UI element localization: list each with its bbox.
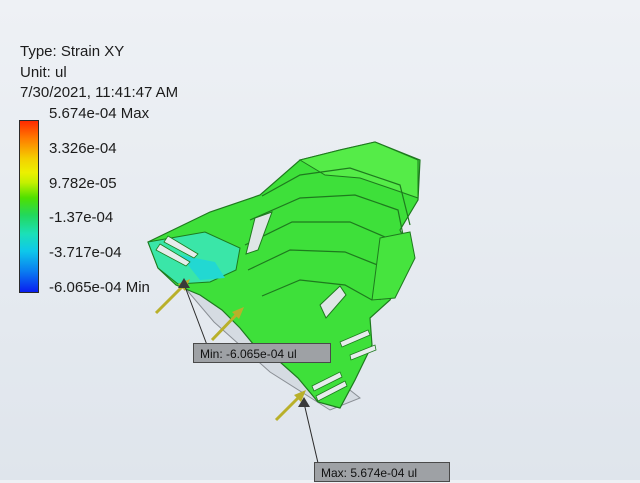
legend-color-bar xyxy=(19,120,39,293)
result-timestamp: 7/30/2021, 11:41:47 AM xyxy=(20,84,179,101)
load-arrow xyxy=(210,307,244,342)
load-arrow xyxy=(274,390,306,422)
result-type-label: Type: Strain XY xyxy=(20,43,125,60)
legend-max-label: 5.674e-04 Max xyxy=(49,105,150,122)
legend-label: -3.717e-04 xyxy=(49,244,122,261)
legend-min-label: -6.065e-04 Min xyxy=(49,279,150,296)
result-unit-label: Unit: ul xyxy=(20,64,67,81)
legend-label: 9.782e-05 xyxy=(49,175,117,192)
legend-label: 3.326e-04 xyxy=(49,140,117,157)
legend-label: -1.37e-04 xyxy=(49,209,114,226)
max-probe-marker[interactable] xyxy=(298,397,319,464)
strain-part-model[interactable] xyxy=(147,141,421,411)
min-value-callout[interactable]: Min: -6.065e-04 ul xyxy=(193,343,331,363)
max-value-callout[interactable]: Max: 5.674e-04 ul xyxy=(314,462,450,482)
min-probe-marker[interactable] xyxy=(178,278,208,346)
